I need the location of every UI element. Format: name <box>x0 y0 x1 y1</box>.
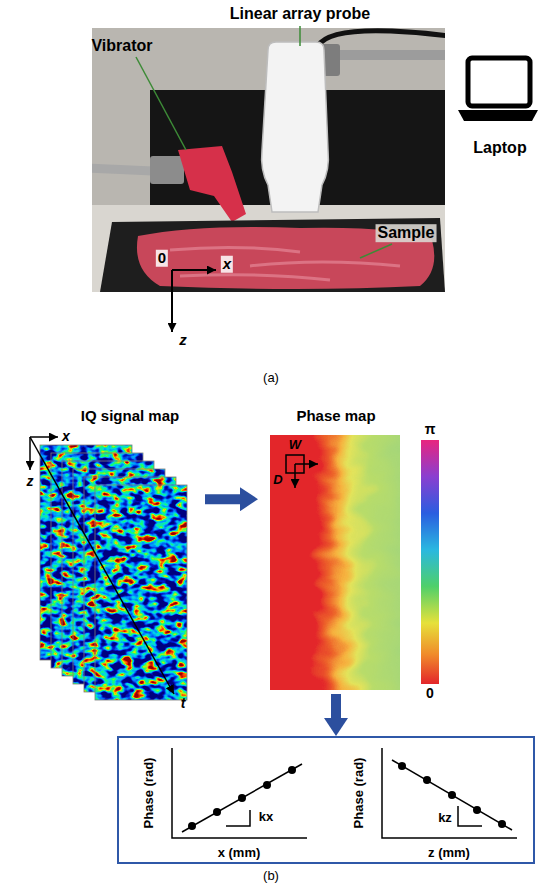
data-dot <box>448 791 456 799</box>
iq-frame-border <box>95 485 187 700</box>
fit-plot-x <box>172 748 307 838</box>
window-label: D <box>273 473 282 487</box>
data-dot <box>188 822 196 830</box>
phase-map-image <box>270 435 400 690</box>
iq-map-stack: IQ signal map <box>55 408 205 712</box>
phase-field <box>270 435 400 690</box>
part-label: Vibrator <box>91 37 152 55</box>
plot-dots <box>188 766 296 830</box>
axis-arrow <box>30 436 58 438</box>
data-dot <box>498 820 506 828</box>
part-label: Linear array probe <box>230 5 371 23</box>
data-dot <box>473 806 481 814</box>
axis-label: x <box>221 256 233 273</box>
colorbar <box>421 440 439 684</box>
iq-stack <box>40 445 187 700</box>
setup-photo <box>92 28 445 292</box>
data-dot <box>213 808 221 816</box>
window-arrow <box>294 464 296 488</box>
data-dot <box>288 766 296 774</box>
axis-label: t <box>181 696 186 711</box>
time-axis <box>30 437 174 694</box>
vibrator <box>178 146 246 222</box>
probe-cable <box>318 31 445 46</box>
slope-mark <box>458 806 482 826</box>
panel-title: Phase map <box>296 408 375 425</box>
leader-line <box>136 57 186 150</box>
part-label: Sample <box>376 224 437 242</box>
data-dot <box>423 776 431 784</box>
flow-arrow <box>205 494 240 504</box>
iq-frame <box>95 485 187 700</box>
plot-dots <box>398 762 506 828</box>
axis-label: z <box>179 332 187 349</box>
window-label: W <box>289 438 301 452</box>
axis-arrow <box>171 270 173 332</box>
phase-map-panel: Phase map <box>258 408 414 694</box>
desk <box>92 205 445 292</box>
panel-label: (b) <box>263 869 279 883</box>
plot-axes <box>172 748 307 838</box>
meat-texture <box>170 247 400 280</box>
part-label: Laptop <box>473 139 526 157</box>
linear-array-probe <box>262 42 329 212</box>
data-dot <box>398 762 406 770</box>
axis-label: x <box>62 429 70 444</box>
axis-title: x (mm) <box>218 846 261 860</box>
leader-line <box>360 244 392 258</box>
laptop-base <box>458 110 538 121</box>
leader-line <box>299 26 301 46</box>
slope-label: kz <box>438 811 452 825</box>
data-dot <box>263 781 271 789</box>
axis-label: z <box>27 474 34 489</box>
axis-origin: 0 <box>156 250 168 267</box>
fit-plot-z <box>382 748 517 838</box>
fit-line <box>392 760 512 830</box>
window-arrow <box>295 463 318 465</box>
slope-mark <box>226 810 250 826</box>
vibrator-clamp <box>150 156 184 184</box>
panel-label: (a) <box>263 371 279 385</box>
wall <box>92 28 445 292</box>
axis-title: Phase (rad) <box>142 758 156 829</box>
flow-arrow <box>331 694 341 718</box>
fit-plot-box: Phase (rad) x (mm) kx Phase (rad) z (mm) kz <box>117 736 535 864</box>
plot-axes <box>382 748 517 838</box>
axis-arrow <box>172 269 216 271</box>
fit-line <box>182 764 302 832</box>
sample-tray <box>100 218 445 292</box>
data-dot <box>238 794 246 802</box>
laptop-screen <box>468 58 530 106</box>
axis-title: z (mm) <box>428 846 470 860</box>
colorbar-min: 0 <box>426 686 434 701</box>
colorbar-max: π <box>425 422 436 437</box>
slope-label: kx <box>259 810 273 824</box>
axis-arrow <box>29 437 31 470</box>
laptop-icon <box>458 58 538 121</box>
axis-title: Phase (rad) <box>352 758 366 829</box>
panel-title: IQ signal map <box>81 408 179 425</box>
